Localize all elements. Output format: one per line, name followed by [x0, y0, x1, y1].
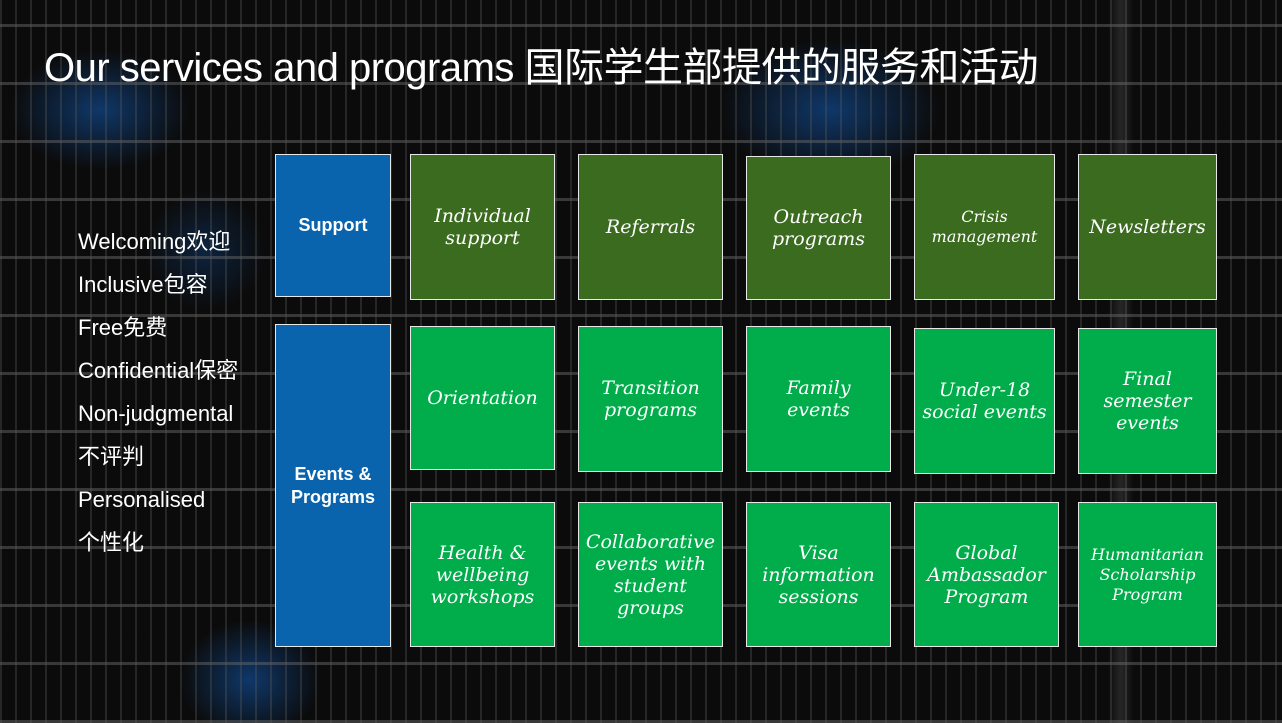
- tile-newsletters: Newsletters: [1078, 154, 1217, 300]
- tile-label: Outreach programs: [771, 206, 866, 250]
- tile-individual-support: Individual support: [410, 154, 555, 300]
- page-title: Our services and programs 国际学生部提供的服务和活动: [44, 46, 1039, 90]
- value-item-inclusive: Inclusive包容: [78, 272, 208, 297]
- category-support: Support: [275, 154, 391, 297]
- tile-label: Crisis management: [931, 207, 1038, 246]
- tile-global-ambassador-program: Global Ambassador Program: [914, 502, 1059, 647]
- tile-label: Orientation: [427, 387, 538, 409]
- tile-under-18-social-events: Under-18 social events: [914, 328, 1055, 474]
- tile-label: Family events: [786, 377, 851, 421]
- tile-label: Transition programs: [601, 377, 700, 421]
- tile-orientation: Orientation: [410, 326, 555, 470]
- value-item-personalised: Personalised: [78, 487, 206, 512]
- values-list: Welcoming欢迎 Inclusive包容 Free免费 Confident…: [78, 220, 263, 564]
- value-item-non-judgmental-zh: 不评判: [78, 444, 145, 469]
- value-item-non-judgmental: Non-judgmental: [78, 401, 234, 426]
- category-events-programs: Events & Programs: [275, 324, 391, 647]
- tile-final-semester-events: Final semester events: [1078, 328, 1217, 474]
- tile-transition-programs: Transition programs: [578, 326, 723, 472]
- tile-health-wellbeing-workshops: Health & wellbeing workshops: [410, 502, 555, 647]
- value-item-confidential: Confidential保密: [78, 358, 239, 383]
- category-events-label: Events & Programs: [290, 463, 376, 507]
- tile-label: Humanitarian Scholarship Program: [1091, 544, 1204, 604]
- tile-crisis-management: Crisis management: [914, 154, 1055, 300]
- tile-referrals: Referrals: [578, 154, 723, 300]
- tile-label: Newsletters: [1089, 216, 1206, 238]
- tile-label: Individual support: [434, 205, 531, 249]
- value-item-personalised-zh: 个性化: [78, 530, 145, 555]
- tile-label: Health & wellbeing workshops: [430, 541, 535, 608]
- value-item-welcoming: Welcoming欢迎: [78, 229, 231, 254]
- tile-outreach-programs: Outreach programs: [746, 156, 891, 300]
- tile-label: Visa information sessions: [762, 541, 875, 608]
- tile-label: Global Ambassador Program: [927, 541, 1046, 608]
- tile-label: Collaborative events with student groups: [585, 530, 716, 619]
- tile-visa-information-sessions: Visa information sessions: [746, 502, 891, 647]
- value-item-free: Free免费: [78, 315, 168, 340]
- tile-label: Referrals: [605, 216, 696, 238]
- tile-label: Under-18 social events: [922, 379, 1047, 423]
- tile-collaborative-events: Collaborative events with student groups: [578, 502, 723, 647]
- category-support-label: Support: [298, 215, 368, 235]
- tile-family-events: Family events: [746, 326, 891, 472]
- tile-humanitarian-scholarship-program: Humanitarian Scholarship Program: [1078, 502, 1217, 647]
- tile-label: Final semester events: [1103, 368, 1192, 434]
